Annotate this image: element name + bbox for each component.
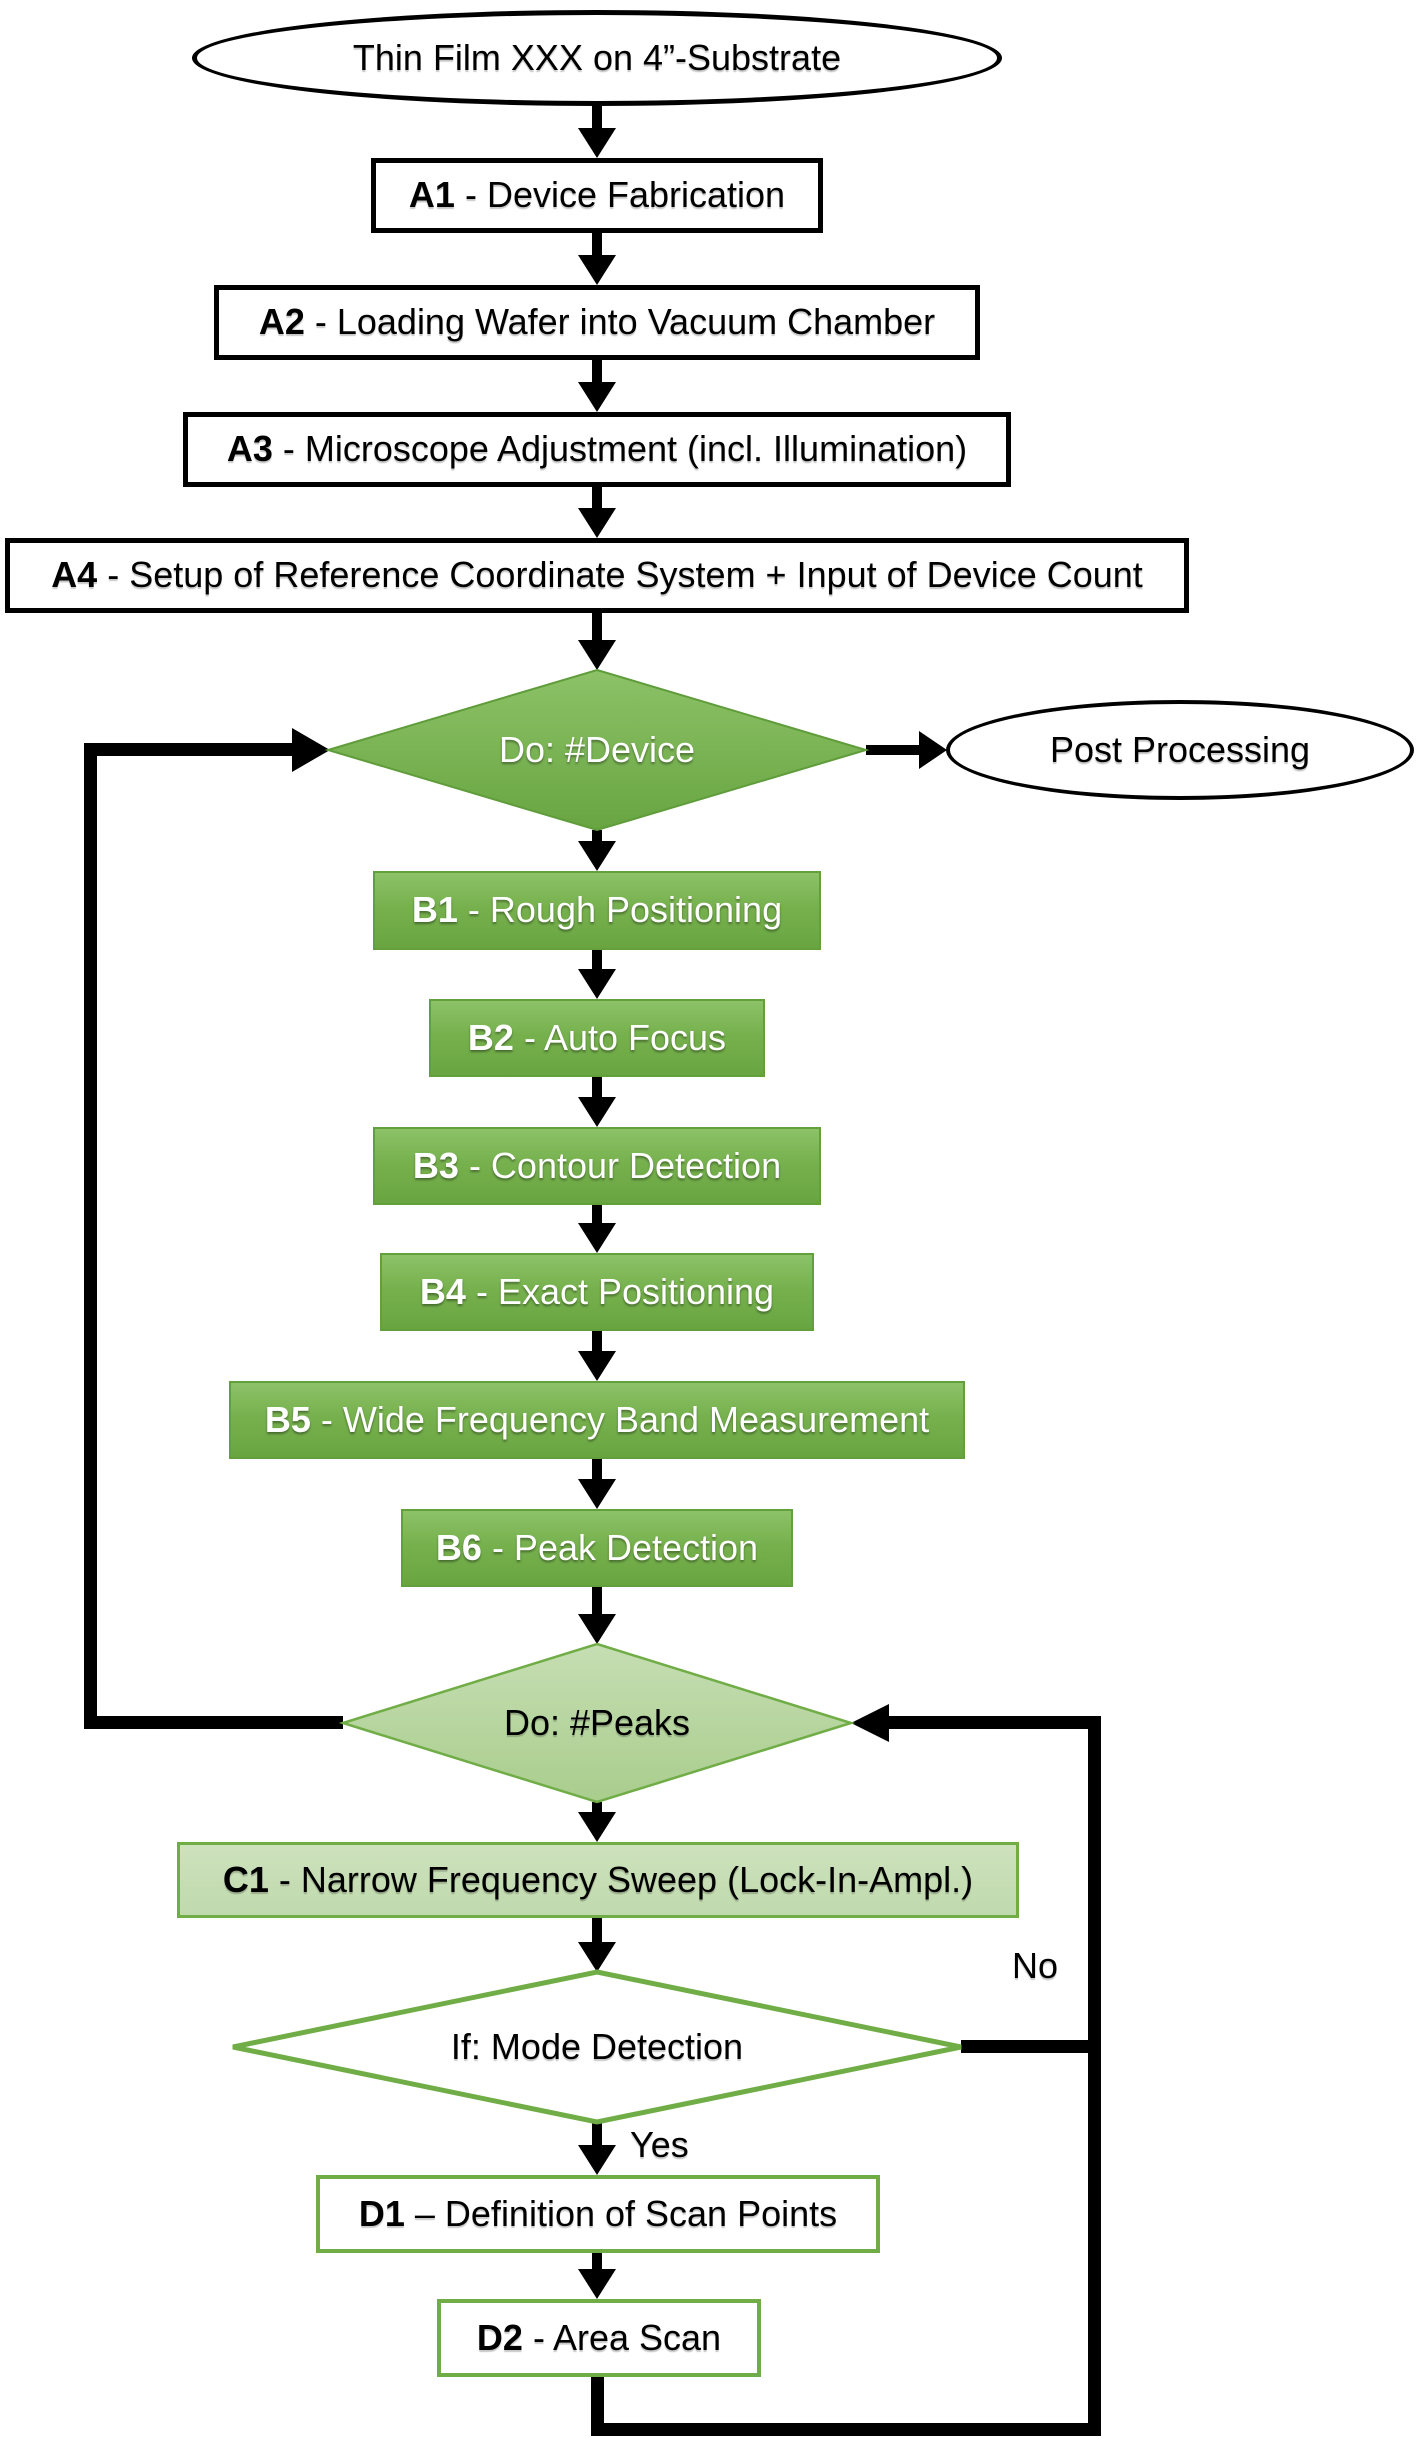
step-a4-id: A4 (51, 554, 98, 596)
step-a3-text: - Microscope Adjustment (incl. Illuminat… (272, 428, 968, 470)
arrow-b6-do-peaks (578, 1587, 616, 1644)
step-d2-text: - Area Scan (522, 2316, 722, 2358)
terminator-start: Thin Film XXX on 4”-Substrate (192, 10, 1002, 106)
step-b1-text: - Rough Positioning (457, 889, 783, 931)
arrow-b3-b4 (578, 1205, 616, 1253)
step-a3-id: A3 (226, 428, 273, 470)
step-c1-id: C1 (222, 1858, 269, 1900)
step-b6-id: B6 (435, 1526, 482, 1568)
step-a3: A3 - Microscope Adjustment (incl. Illumi… (183, 412, 1011, 487)
step-a2-text: - Loading Wafer into Vacuum Chamber (304, 301, 936, 343)
edge-no-line (961, 2040, 1101, 2053)
step-b3-text: - Contour Detection (458, 1144, 782, 1186)
arrow-b2-b3 (578, 1077, 616, 1127)
step-c1: C1 - Narrow Frequency Sweep (Lock-In-Amp… (177, 1842, 1019, 1918)
decision-if-mode-shape (232, 1969, 962, 2125)
arrow-a2-a3 (578, 360, 616, 412)
edge-label-no: No (1011, 1945, 1059, 1986)
arrow-a3-a4 (578, 487, 616, 538)
loop-d2-to-do-peaks (591, 1704, 1101, 2436)
step-a4-text: - Setup of Reference Coordinate System +… (97, 554, 1143, 596)
arrow-b1-b2 (578, 950, 616, 999)
step-b2: B2 - Auto Focus (429, 999, 765, 1077)
decision-do-device-label: Do: #Device (498, 729, 696, 770)
step-d2-id: D2 (476, 2316, 523, 2358)
step-b4-text: - Exact Positioning (465, 1270, 775, 1312)
arrow-do-device-post (866, 731, 947, 769)
step-a2-id: A2 (258, 301, 305, 343)
step-d2: D2 - Area Scan (437, 2299, 761, 2377)
decision-do-peaks-label: Do: #Peaks (503, 1702, 691, 1743)
step-d1: D1 – Definition of Scan Points (316, 2175, 880, 2253)
terminator-post-processing: Post Processing (946, 700, 1414, 800)
step-b1: B1 - Rough Positioning (373, 871, 821, 950)
arrow-a1-a2 (578, 233, 616, 285)
step-b5: B5 - Wide Frequency Band Measurement (229, 1381, 965, 1459)
arrow-c1-if-mode (578, 1918, 616, 1972)
terminator-post-processing-label: Post Processing (1049, 728, 1311, 770)
step-b4: B4 - Exact Positioning (380, 1253, 814, 1331)
edge-label-yes: Yes (630, 2124, 689, 2165)
step-d1-id: D1 (358, 2192, 405, 2234)
step-b5-id: B5 (264, 1398, 311, 1440)
step-a1-text: - Device Fabrication (454, 174, 786, 216)
step-b3-id: B3 (412, 1144, 459, 1186)
arrow-do-peaks-c1 (578, 1802, 616, 1842)
step-b5-text: - Wide Frequency Band Measurement (310, 1398, 930, 1440)
terminator-start-label: Thin Film XXX on 4”-Substrate (352, 36, 842, 78)
decision-if-mode-label: If: Mode Detection (450, 2026, 744, 2067)
step-b4-id: B4 (419, 1270, 466, 1312)
step-b2-id: B2 (467, 1016, 514, 1058)
arrow-do-device-b1 (578, 830, 616, 871)
arrow-a4-do-device (578, 613, 616, 670)
step-a4: A4 - Setup of Reference Coordinate Syste… (5, 538, 1189, 613)
arrow-start-a1 (578, 104, 616, 158)
decision-do-device-shape (324, 668, 870, 832)
step-b1-id: B1 (411, 889, 458, 931)
step-b2-text: - Auto Focus (513, 1016, 727, 1058)
arrow-yes-if-mode-d1 (578, 2122, 616, 2175)
arrow-d1-d2 (578, 2253, 616, 2299)
step-a2: A2 - Loading Wafer into Vacuum Chamber (214, 285, 980, 360)
step-a1: A1 - Device Fabrication (371, 158, 823, 233)
decision-do-peaks-shape (338, 1642, 856, 1804)
step-b6: B6 - Peak Detection (401, 1509, 793, 1587)
step-a1-id: A1 (408, 174, 455, 216)
step-d1-text: – Definition of Scan Points (404, 2192, 838, 2234)
step-b6-text: - Peak Detection (481, 1526, 759, 1568)
step-c1-text: - Narrow Frequency Sweep (Lock-In-Ampl.) (268, 1858, 974, 1900)
loop-do-peaks-to-do-device (84, 728, 343, 1729)
arrow-b5-b6 (578, 1459, 616, 1509)
step-b3: B3 - Contour Detection (373, 1127, 821, 1205)
arrow-b4-b5 (578, 1331, 616, 1381)
